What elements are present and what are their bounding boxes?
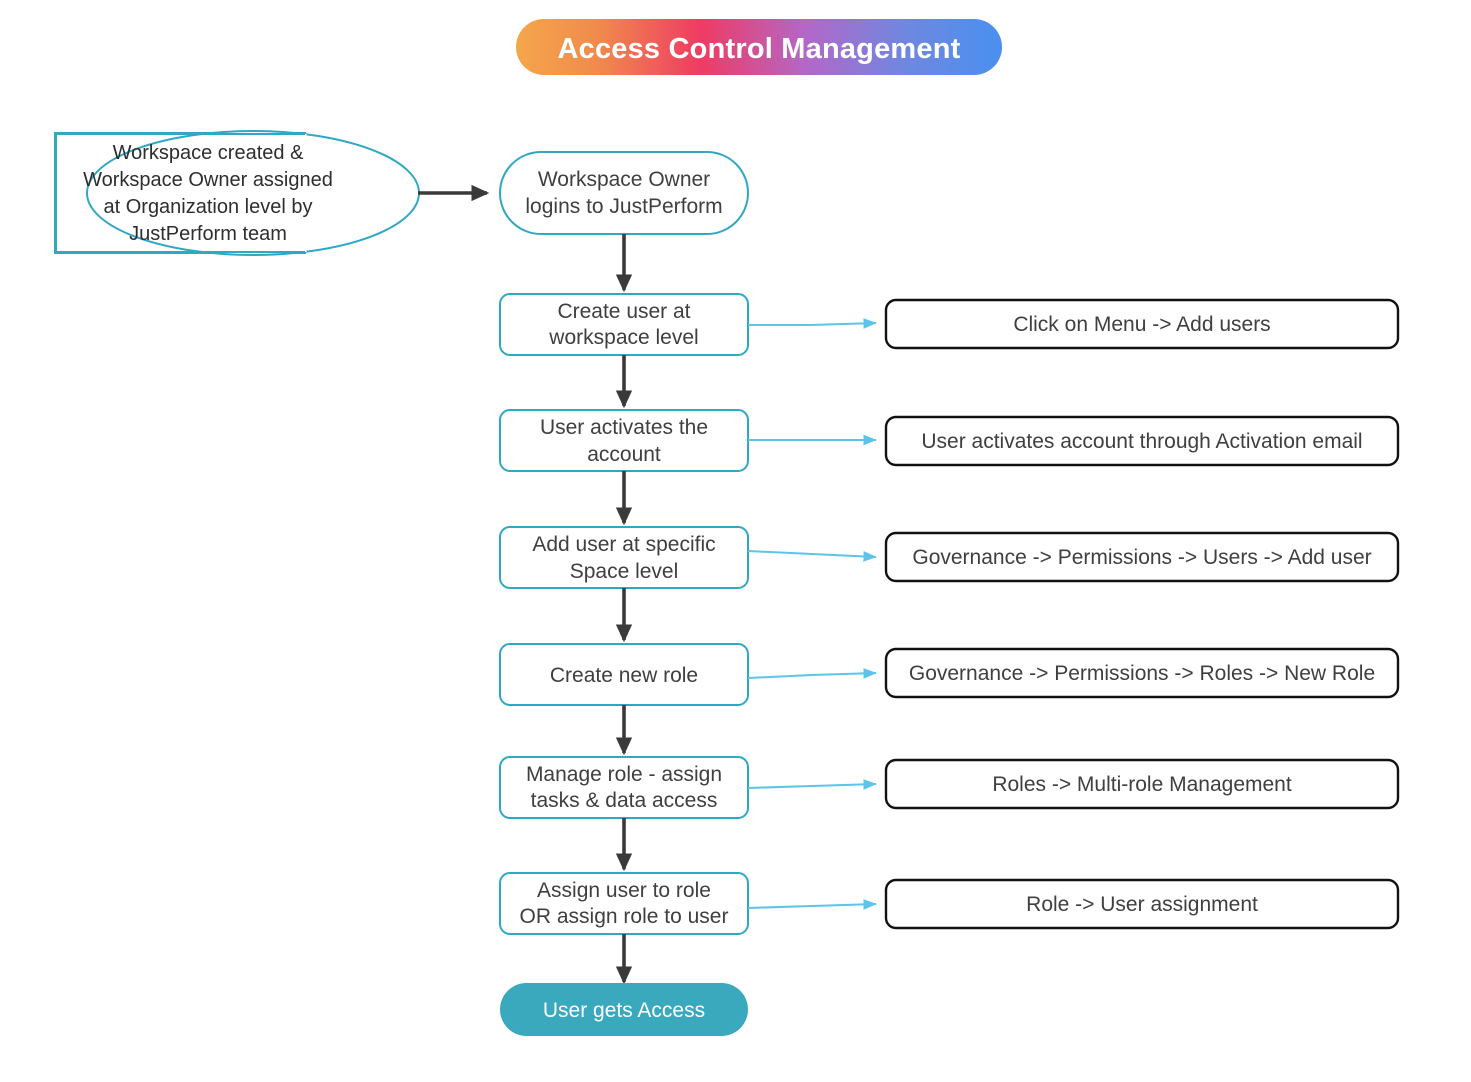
note-box-multi-role-management: Roles -> Multi-role Management <box>884 758 1400 810</box>
callout-line-4: JustPerform team <box>129 223 287 245</box>
link-step7-to-note7 <box>747 899 877 910</box>
step-label-line-1: Assign user to role <box>537 879 711 902</box>
workspace-created-callout: Workspace created & Workspace Owner assi… <box>54 130 420 256</box>
step-label-line-1: Create user at <box>557 300 690 323</box>
link-step4-to-note4 <box>747 550 877 562</box>
step-label-line-1: User activates the <box>540 416 708 439</box>
link-step6-to-note6 <box>747 779 877 790</box>
note-label: User activates account through Activatio… <box>921 430 1362 453</box>
step-label-line-1: Workspace Owner <box>538 168 710 191</box>
flow-step-workspace-owner-login: Workspace Owner logins to JustPerform <box>499 151 749 235</box>
step-label-line-2: tasks & data access <box>531 789 718 812</box>
step-shape <box>500 983 748 1036</box>
step-label-line-1: Create new role <box>550 664 698 687</box>
note-shape <box>884 298 1400 350</box>
step-label-line-2: logins to JustPerform <box>525 195 722 218</box>
note-shape <box>884 531 1400 583</box>
note-label: Click on Menu -> Add users <box>1013 313 1270 336</box>
step-label-line-1: Manage role - assign <box>526 763 722 786</box>
page-banner: Access Control Management <box>516 19 1002 75</box>
note-shape <box>884 415 1400 467</box>
flow-step-user-activates-account: User activates the account <box>499 409 749 472</box>
callout-line-1: Workspace created & <box>113 142 304 164</box>
step-label-line-2: Space level <box>570 560 679 583</box>
callout-line-2: Workspace Owner assigned <box>83 169 333 191</box>
step-shape <box>499 151 749 235</box>
callout-rect-outline <box>55 133 305 253</box>
flow-step-create-user-workspace: Create user at workspace level <box>499 293 749 356</box>
note-label: Governance -> Permissions -> Users -> Ad… <box>912 546 1371 569</box>
note-box-click-on-menu: Click on Menu -> Add users <box>884 298 1400 350</box>
note-shape <box>884 647 1400 699</box>
step-label-line-2: account <box>587 443 661 466</box>
note-box-role-user-assignment: Role -> User assignment <box>884 878 1400 930</box>
note-label: Roles -> Multi-role Management <box>992 773 1292 796</box>
page-title: Access Control Management <box>557 33 960 65</box>
note-box-governance-users: Governance -> Permissions -> Users -> Ad… <box>884 531 1400 583</box>
note-label: Governance -> Permissions -> Roles -> Ne… <box>909 662 1375 685</box>
banner-background <box>516 19 1002 75</box>
step-label-line-1: Add user at specific <box>532 533 715 556</box>
flow-step-user-gets-access: User gets Access <box>500 983 748 1036</box>
flow-step-create-new-role: Create new role <box>499 643 749 706</box>
note-box-governance-roles: Governance -> Permissions -> Roles -> Ne… <box>884 647 1400 699</box>
link-step2-to-note2 <box>748 318 877 329</box>
step-label-line-2: workspace level <box>548 326 698 349</box>
flow-step-manage-role: Manage role - assign tasks & data access <box>499 756 749 819</box>
step-label-line-1: User gets Access <box>543 999 705 1022</box>
callout-line-3: at Organization level by <box>103 196 312 218</box>
link-step5-to-note5 <box>747 668 877 679</box>
flow-step-assign-user-role: Assign user to role OR assign role to us… <box>499 872 749 935</box>
note-label: Role -> User assignment <box>1026 893 1258 916</box>
note-box-activation-email: User activates account through Activatio… <box>884 415 1400 467</box>
note-shape <box>884 758 1400 810</box>
step-label-line-2: OR assign role to user <box>520 905 729 928</box>
note-shape <box>884 878 1400 930</box>
flow-step-add-user-space-level: Add user at specific Space level <box>499 526 749 589</box>
